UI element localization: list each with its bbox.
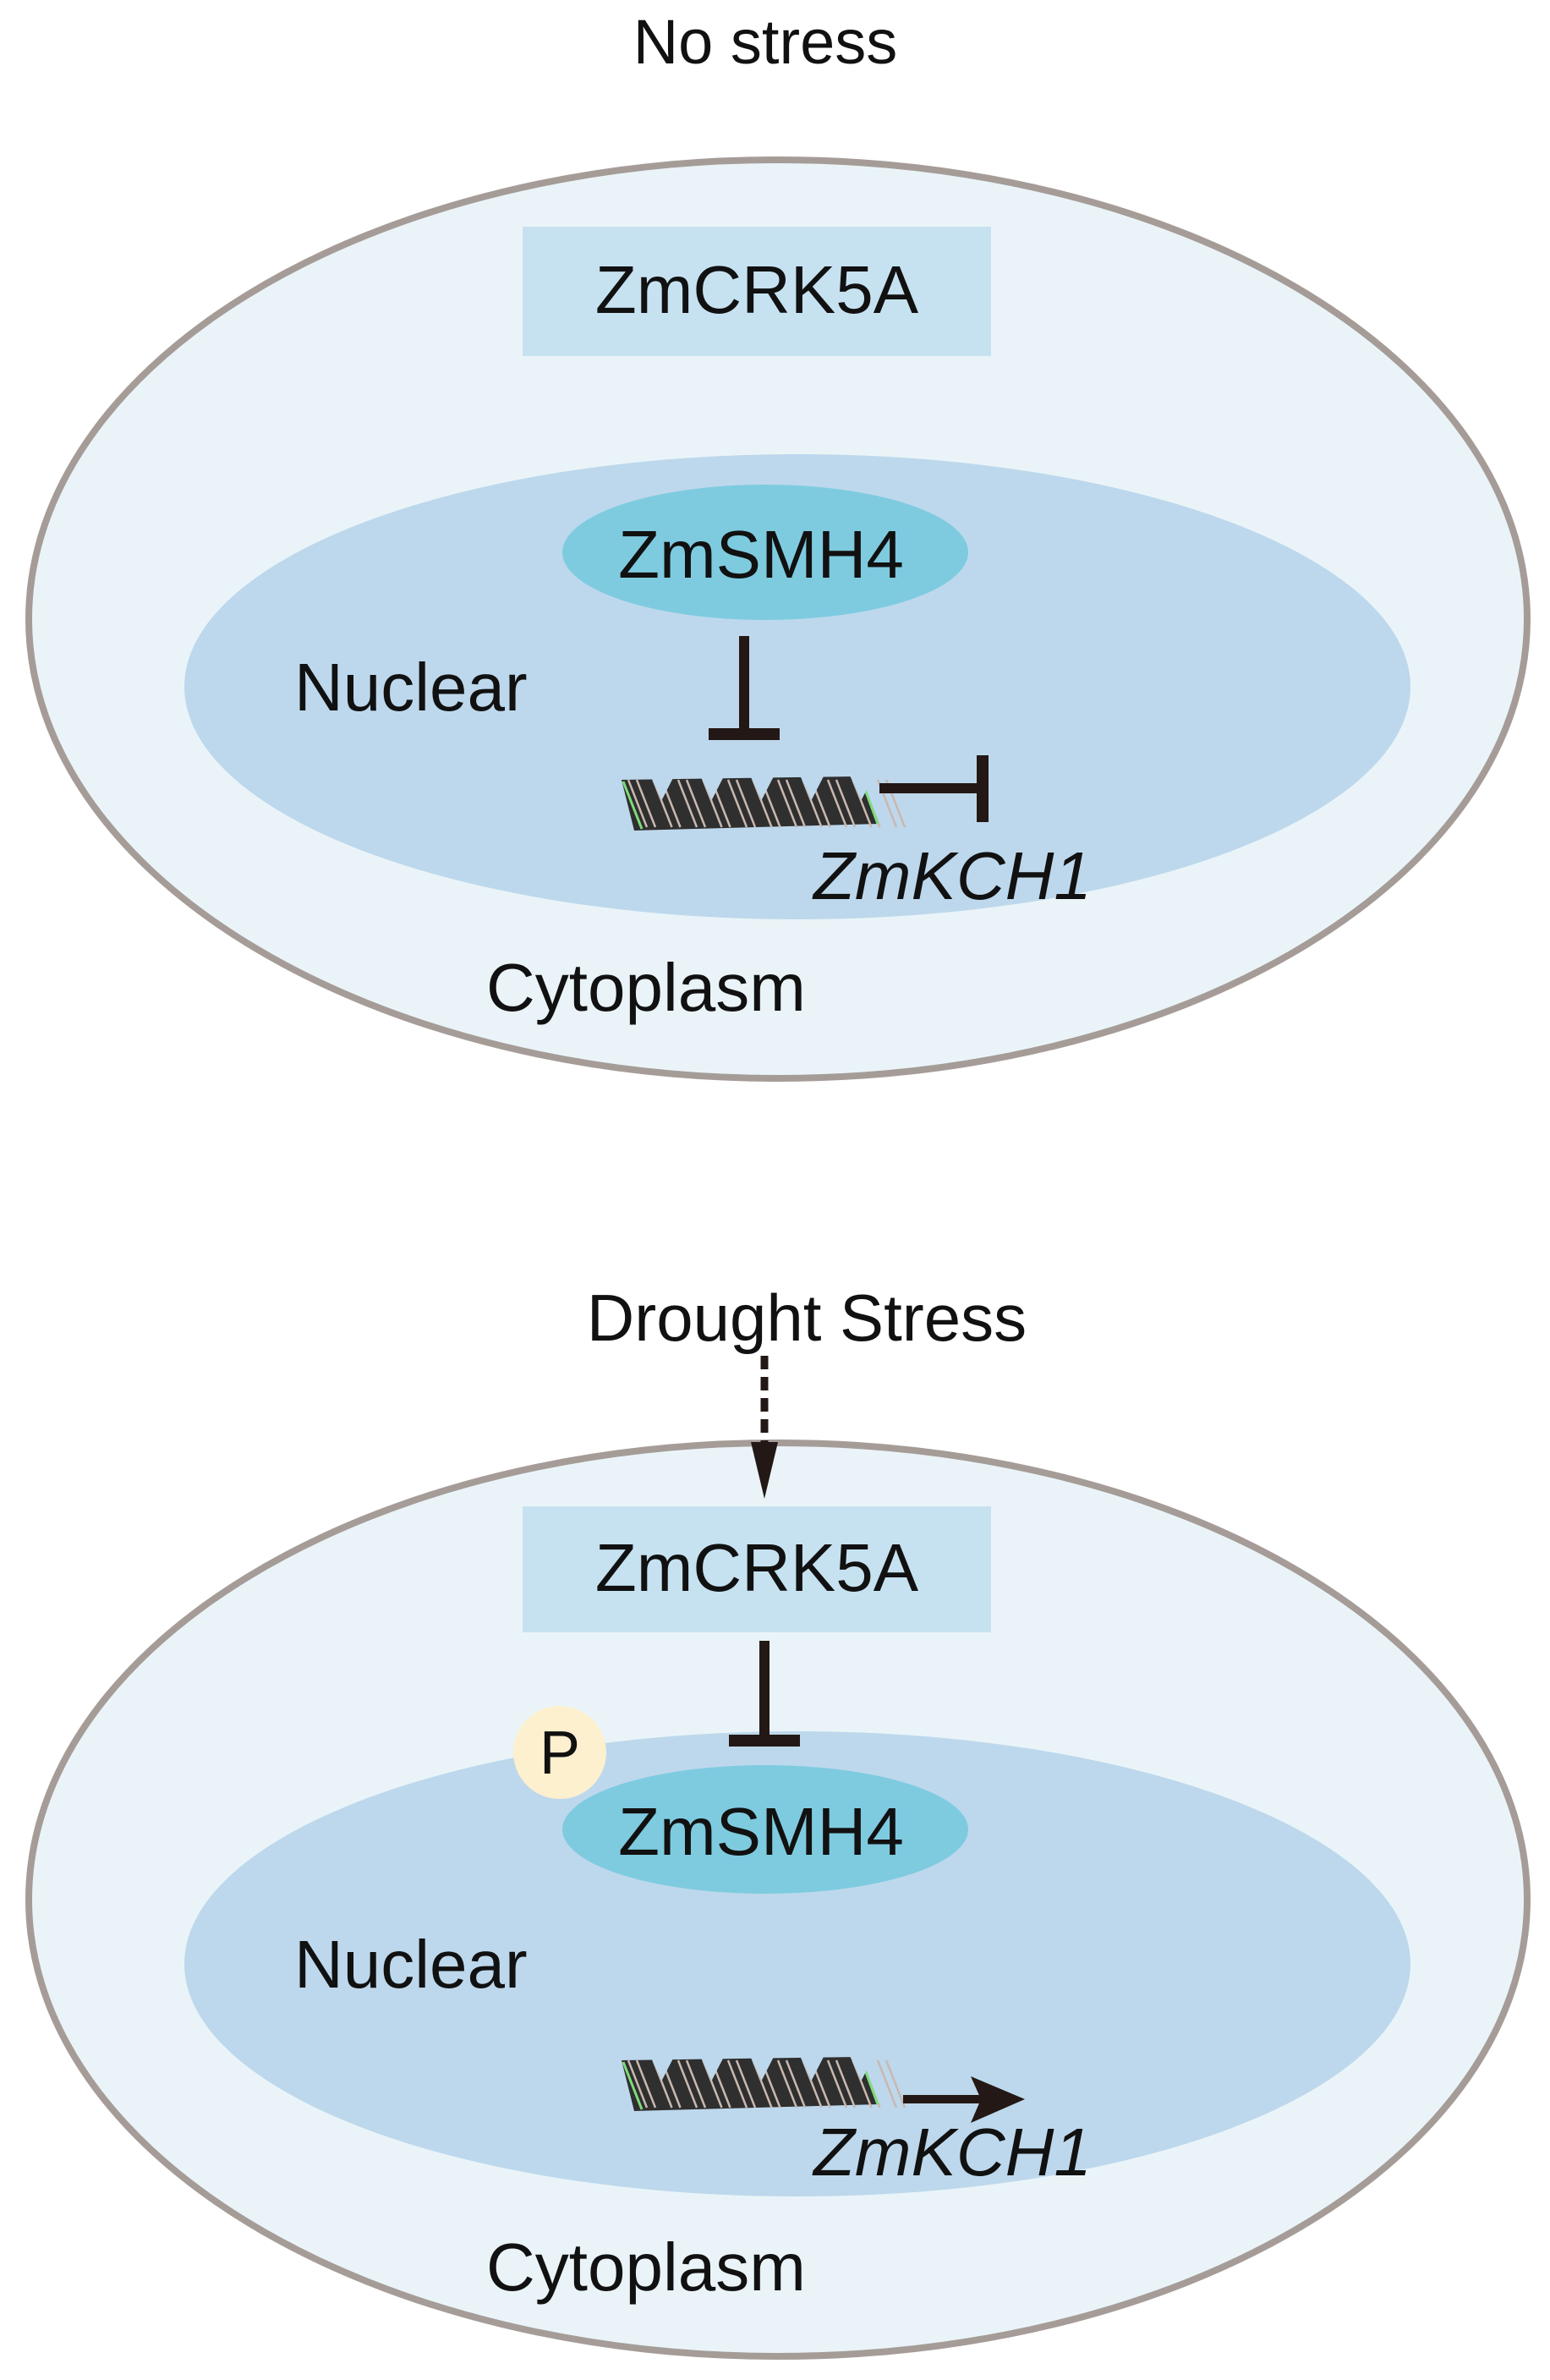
dna-stripe: [885, 2059, 906, 2109]
dna-stripe: [826, 2059, 848, 2109]
phosphate-badge: P: [513, 1706, 606, 1799]
dna-gap: [650, 776, 675, 800]
panel-title: No stress: [633, 7, 898, 77]
transcription-factor-label: ZmSMH4: [618, 1794, 904, 1869]
dna-gap: [650, 2056, 675, 2081]
nucleus-label: Nuclear: [294, 650, 528, 725]
dna-stripe: [685, 2059, 707, 2109]
kinase-label: ZmCRK5A: [595, 252, 919, 327]
dna-stripe: [826, 779, 848, 828]
dna-stripe: [676, 779, 698, 828]
dna-stripe: [635, 779, 657, 828]
activation-arrow: [903, 2076, 1025, 2123]
dna-gap: [850, 2056, 874, 2081]
dna-gap: [800, 2056, 824, 2081]
kinase-box: [523, 227, 991, 356]
transcription-factor: [562, 485, 968, 620]
inhibition-arrow: [879, 755, 989, 822]
dna-stripe: [835, 779, 857, 828]
panel-drought-stress: Drought Stress ZmCRK5A ZmSMH4 P Nuclear: [25, 1280, 1531, 2360]
kinase-label: ZmCRK5A: [595, 1530, 919, 1605]
nucleus: [184, 454, 1410, 919]
dna-stripe: [876, 2059, 898, 2109]
nucleus-label: Nuclear: [294, 1927, 528, 2002]
dna-gap: [800, 776, 824, 800]
indirect-activation-arrow: [751, 1356, 778, 1499]
dna-edge: [622, 2061, 644, 2110]
transcription-factor: [562, 1765, 968, 1894]
phosphate-label: P: [539, 1719, 580, 1787]
dna-stripe: [676, 2059, 698, 2109]
dna-stripe: [726, 2059, 748, 2109]
dna-gap: [700, 2056, 725, 2081]
dna-helix-icon: [622, 2056, 906, 2111]
dna-stripe: [627, 779, 649, 828]
dna-stripe: [785, 2059, 807, 2109]
dna-stripe: [627, 2059, 649, 2109]
gene-label: ZmKCH1: [812, 838, 1092, 913]
dna-stripe: [776, 2059, 798, 2109]
inhibition-arrow: [729, 1641, 800, 1747]
dna-gap: [750, 2056, 775, 2081]
dna-stripe: [685, 779, 707, 828]
dna-gap: [700, 776, 725, 800]
cytoplasm-label: Cytoplasm: [486, 950, 806, 1025]
panel-title: Drought Stress: [587, 1280, 1027, 1355]
dna-gap: [750, 776, 775, 800]
inhibition-arrow: [709, 636, 780, 740]
kinase-box: [523, 1506, 991, 1632]
nucleus: [184, 1731, 1410, 2196]
dna-stripe: [785, 779, 807, 828]
dna-gap: [850, 776, 874, 800]
dna-stripe: [735, 2059, 757, 2109]
dna-stripe: [726, 779, 748, 828]
dna-edge: [622, 781, 644, 830]
dna-stripe: [835, 2059, 857, 2109]
dna-stripe: [635, 2059, 657, 2109]
dna-helix-icon: [622, 776, 906, 831]
dna-stripe: [735, 779, 757, 828]
panel-no-stress: No stress ZmCRK5A ZmSMH4 Nuclear ZmKCH1 …: [25, 7, 1531, 1082]
transcription-factor-label: ZmSMH4: [618, 517, 904, 592]
gene-label: ZmKCH1: [812, 2114, 1092, 2190]
dna-stripe: [776, 779, 798, 828]
cytoplasm-label: Cytoplasm: [486, 2229, 806, 2305]
